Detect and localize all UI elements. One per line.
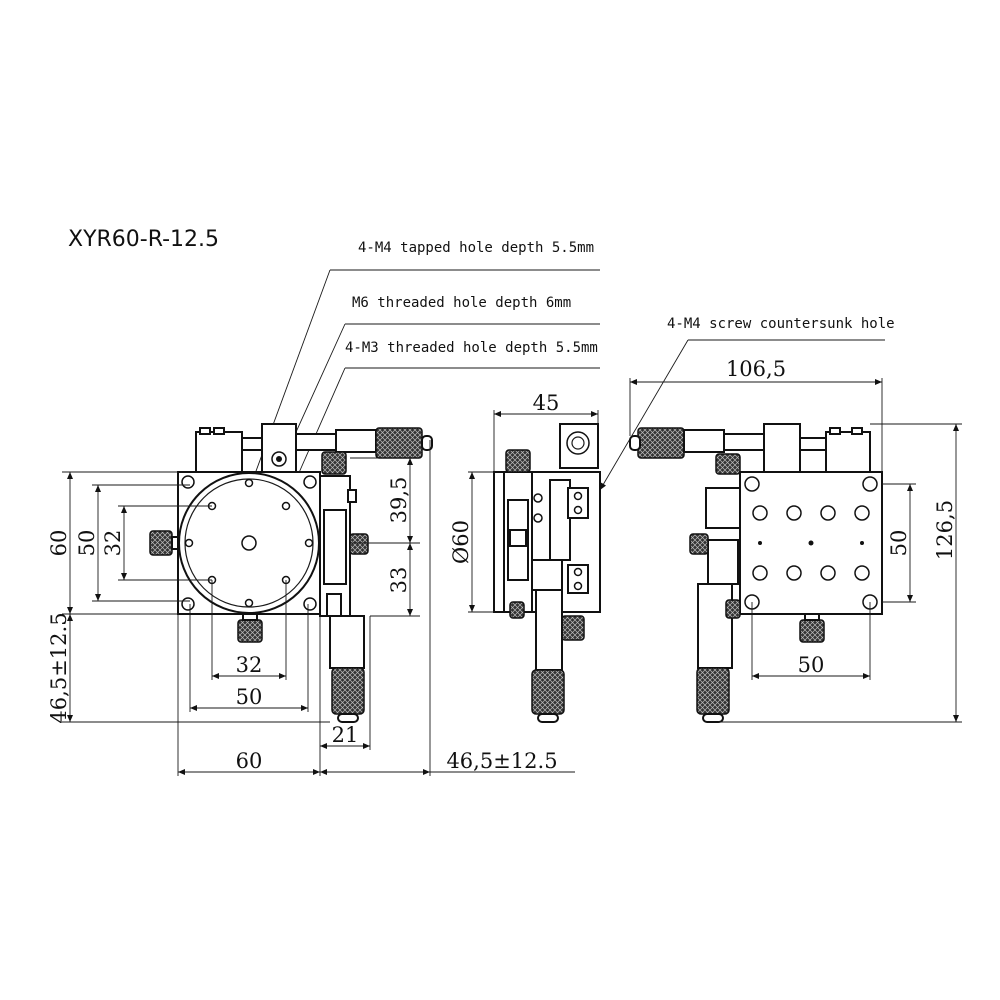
top-view-knob-right <box>375 427 423 459</box>
dim-bottom-126-5: 126,5 <box>933 500 957 560</box>
bottom-view-knob-bottom <box>696 667 730 715</box>
dim-top-46-5-horizontal: 46,5±12.5 <box>446 749 557 773</box>
dim-bottom-50-vertical: 50 <box>887 530 911 557</box>
dim-bottom-106-5: 106,5 <box>726 357 786 381</box>
callout-notes: 4-M4 tapped hole depth 5.5mm M6 threaded… <box>247 240 895 539</box>
dim-top-32-vertical: 32 <box>101 530 125 557</box>
dim-top-33-vertical: 33 <box>387 567 411 594</box>
top-view: 60 50 32 46,5±12.5 32 50 60 21 46,5±12.5… <box>47 423 575 776</box>
top-view-bracket-left <box>195 431 243 473</box>
dim-top-50-horizontal: 50 <box>236 685 263 709</box>
note-m4-countersunk: 4-M4 screw countersunk hole <box>667 316 895 332</box>
dim-side-45: 45 <box>533 391 560 415</box>
note-countersunk-arrow <box>599 339 689 491</box>
dim-top-60-vertical: 60 <box>47 530 71 557</box>
note-m3-threaded: 4-M3 threaded hole depth 5.5mm <box>345 340 598 356</box>
side-view-knob-bottom <box>531 669 565 715</box>
dim-top-21-horizontal: 21 <box>332 723 359 747</box>
dim-side-diameter-60: Ø60 <box>449 520 473 564</box>
side-view: 45 Ø60 <box>449 391 601 723</box>
dim-top-46-5-vertical: 46,5±12.5 <box>47 612 71 723</box>
top-view-dimensions <box>62 440 575 776</box>
bottom-view-knob-left <box>637 427 685 459</box>
dim-top-50-vertical: 50 <box>75 530 99 557</box>
top-view-bracket-tab <box>199 427 211 435</box>
drawing-title: XYR60-R-12.5 <box>68 227 219 252</box>
dim-top-32-horizontal: 32 <box>236 653 263 677</box>
bottom-view: 106,5 126,5 50 50 <box>629 357 962 723</box>
top-view-center-hole <box>241 535 257 551</box>
note-m4-tapped: 4-M4 tapped hole depth 5.5mm <box>358 240 594 256</box>
dim-bottom-50-horizontal: 50 <box>798 653 825 677</box>
top-view-knob-bottom <box>331 667 365 715</box>
top-view-lock-knob-left <box>149 530 173 556</box>
top-view-lock-knob-bottom <box>237 619 263 643</box>
dim-top-60-horizontal: 60 <box>236 749 263 773</box>
note-m6-threaded: M6 threaded hole depth 6mm <box>352 295 571 311</box>
side-view-disk-edge <box>493 471 505 613</box>
dim-top-39-5-vertical: 39,5 <box>387 477 411 524</box>
